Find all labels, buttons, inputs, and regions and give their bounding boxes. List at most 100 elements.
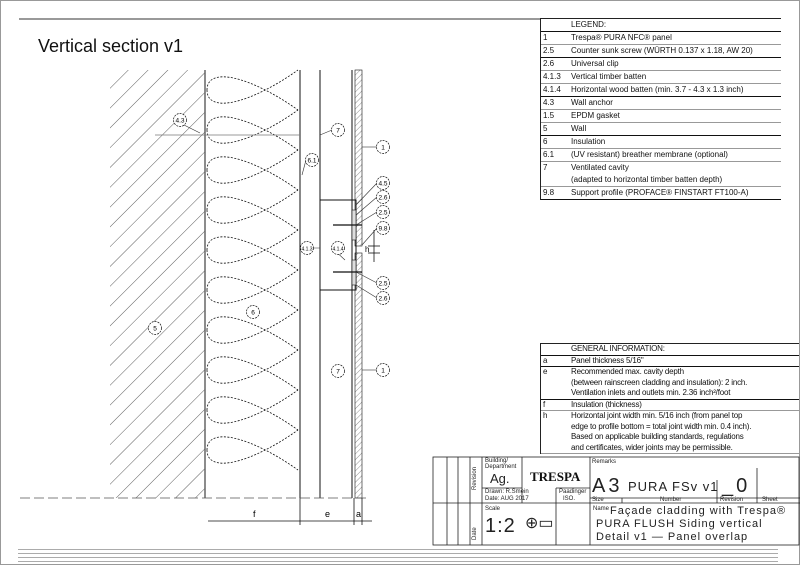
callout-bubble: 4.1.3 — [300, 241, 320, 255]
callout-bubble: 2.6 — [355, 190, 390, 216]
insulation-loop — [206, 396, 299, 431]
callout-bubble: 6.1 — [301, 153, 319, 176]
legend-text: Support profile (PROFACE® FINSTART FT100… — [571, 188, 749, 197]
callout-bubble: 5 — [148, 321, 162, 335]
scale-label: Scale — [485, 506, 501, 512]
trespa-logo: TRESPA — [530, 469, 581, 484]
legend-text: Horizontal wood batten (min. 3.7 - 4.3 x… — [571, 85, 744, 94]
leader-line — [319, 129, 333, 136]
leader-line — [355, 284, 378, 299]
legend-num: 4.3 — [543, 98, 555, 107]
legend-text: Insulation — [571, 137, 606, 146]
insulation-loop — [206, 309, 299, 344]
building-value: Ag. — [490, 471, 510, 486]
callout-circle — [376, 205, 390, 219]
callout-label: 4.1.4 — [332, 247, 343, 253]
dim-e: e — [325, 509, 330, 519]
legend-header-text: LEGEND: — [571, 20, 607, 29]
callout-circle — [173, 113, 187, 127]
callout-bubble: 1 — [362, 140, 390, 154]
revision-side-label: Revision — [472, 466, 478, 490]
callout-label: 4.1.3 — [301, 247, 312, 253]
callout-label: 4.3 — [175, 118, 184, 125]
dim-h: h — [365, 245, 369, 254]
legend-num: 9.8 — [543, 188, 555, 197]
drawn-by: Drawn: R.Smein — [485, 489, 529, 495]
callout-circle — [376, 276, 390, 290]
legend-row: 2.5 Counter sunk screw (WÜRTH 0.137 x 1.1… — [541, 45, 781, 58]
drawing-name-1: Façade cladding with Trespa® — [610, 505, 787, 517]
legend-num: 4.1.4 — [543, 85, 561, 94]
legend-text: Vertical timber batten — [571, 72, 647, 81]
insulation-loop — [206, 69, 299, 104]
page-title: Vertical section v1 — [38, 36, 184, 56]
legend-num: 4.1.3 — [543, 72, 561, 81]
insulation-loop — [206, 276, 299, 311]
size-value: A3 — [592, 475, 623, 497]
insulation-loop — [206, 116, 299, 151]
insulation-loop — [206, 316, 299, 351]
callout-bubble: 9.8 — [361, 221, 390, 246]
insulation-loop — [206, 436, 299, 471]
callout-bubble: 2.5 — [355, 205, 390, 226]
general-header-text: GENERAL INFORMATION: — [571, 344, 665, 353]
general-key: f — [543, 399, 546, 409]
leader-line — [355, 211, 378, 226]
legend-text: Wall anchor — [571, 98, 613, 107]
legend-text: EPDM gasket — [571, 111, 620, 120]
callout-circle — [331, 241, 345, 255]
insulation-loop — [206, 269, 299, 304]
leader-line — [301, 159, 307, 176]
callout-label: 6 — [251, 310, 255, 317]
callout-bubble: 4.3 — [173, 113, 201, 134]
number-label: Number — [660, 497, 682, 503]
legend-num: 2.6 — [543, 59, 555, 68]
general-key: e — [543, 367, 548, 376]
panel-upper — [354, 69, 363, 247]
insulation-loop — [206, 109, 299, 144]
legend-row: 7 Ventilated cavity(adapted to horizontal… — [541, 162, 781, 187]
callout-bubble: 1 — [362, 363, 390, 377]
legend-num: 7 — [543, 163, 548, 172]
callout-label: 9.8 — [378, 226, 387, 233]
panel-lower — [354, 252, 363, 499]
legend-text: Ventilated cavity(adapted to horizontal … — [571, 163, 723, 184]
date: Date: AUG 2017 — [485, 496, 529, 502]
callout-circle — [148, 321, 162, 335]
callout-circle — [246, 305, 260, 319]
general-text: Insulation (thickness) — [571, 399, 642, 409]
legend-text: Universal clip — [571, 59, 619, 68]
insulation-loop — [206, 156, 299, 191]
legend-text: Counter sunk screw (WÜRTH 0.137 x 1.18, … — [571, 46, 753, 55]
date-side-label: Date — [472, 527, 478, 540]
legend-num: 2.5 — [543, 46, 555, 55]
legend-table: LEGEND: 1 Trespa® PURA NFC® panel 2.5 Count… — [540, 18, 781, 200]
callout-bubble: 7 — [319, 123, 345, 137]
legend-num: 5 — [543, 124, 548, 133]
legend-num: 1 — [543, 33, 548, 42]
insulation-loop — [206, 189, 299, 224]
legend-num: 6.1 — [543, 150, 555, 159]
callout-label: 4.5 — [378, 181, 387, 188]
legend-text: Trespa® PURA NFC® panel — [571, 33, 672, 42]
revision-label: Revision — [720, 497, 744, 503]
dim-a: a — [356, 509, 361, 519]
legend-text: (UV resistant) breather membrane (option… — [571, 150, 728, 159]
drawing-name-2: PURA FLUSH Siding vertical — [596, 518, 763, 530]
leader-line — [355, 196, 378, 216]
callout-bubble: 6 — [246, 305, 260, 319]
callout-circle — [331, 123, 345, 137]
callout-label: 1 — [381, 145, 385, 152]
callout-circle — [300, 241, 314, 255]
callout-label: 7 — [336, 369, 340, 376]
insulation-loop — [206, 236, 299, 271]
callout-circle — [376, 176, 390, 190]
callout-bubble: 4.5 — [355, 176, 390, 206]
size-label: Size — [592, 497, 604, 503]
callout-circle — [376, 291, 390, 305]
insulation-loop — [206, 349, 299, 384]
callout-label: 2.5 — [378, 210, 387, 217]
